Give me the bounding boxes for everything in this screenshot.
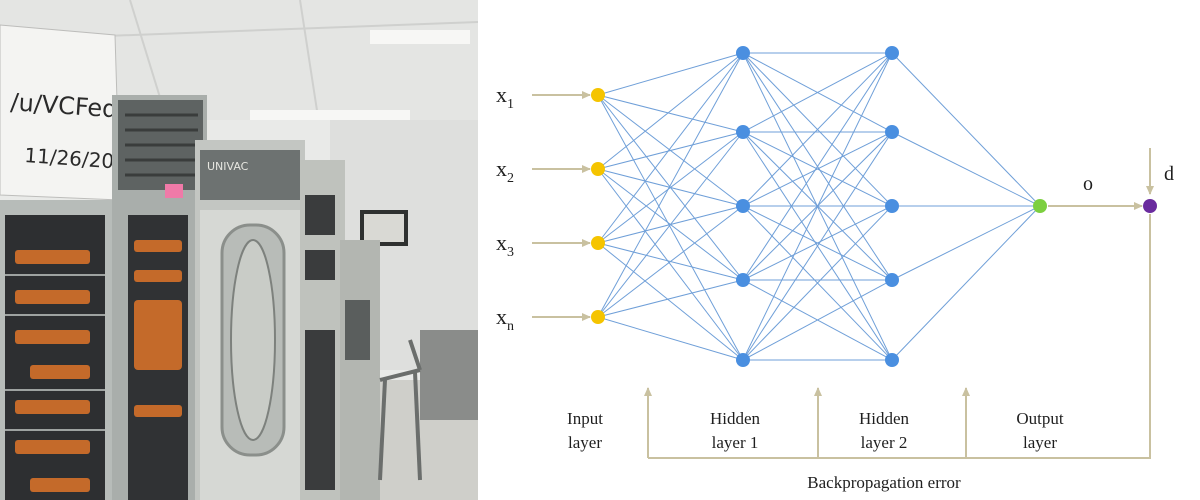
output-layer-label-line1: Output	[1016, 409, 1064, 428]
hidden1-node-3	[736, 199, 750, 213]
connection-input-3-to-hidden1-2	[597, 131, 744, 244]
hidden2-label-line2: layer 2	[861, 433, 908, 452]
hidden1-node-1	[736, 46, 750, 60]
hidden1-label-line1: Hidden	[710, 409, 761, 428]
hidden1-node-5	[736, 353, 750, 367]
connection-input-2-to-hidden1-1	[597, 52, 744, 170]
connection-input-2-to-hidden1-5	[597, 168, 744, 361]
hidden2-node-5	[885, 353, 899, 367]
hidden2-node-2	[885, 125, 899, 139]
connection-input-2-to-hidden1-2	[597, 131, 744, 170]
hidden1-node-4	[736, 273, 750, 287]
hidden1-node-2	[736, 125, 750, 139]
connection-hidden1-5-to-hidden2-2	[742, 131, 893, 361]
hidden1-label-line2: layer 1	[712, 433, 759, 452]
connection-input-1-to-hidden1-5	[597, 94, 744, 361]
input-node-2	[591, 162, 605, 176]
connection-hidden1-3-to-hidden2-1	[742, 52, 893, 207]
photo-illustration: /u/VCFed 11/26/2020	[0, 0, 478, 500]
connection-input-1-to-hidden1-2	[597, 94, 744, 133]
input-layer-label-line1: Input	[567, 409, 603, 428]
connection-input-4-to-hidden1-1	[597, 52, 744, 318]
connection-hidden2-5-to-output-1	[891, 205, 1041, 361]
hidden2-node-4	[885, 273, 899, 287]
connections-group	[597, 52, 1041, 361]
hidden2-node-3	[885, 199, 899, 213]
computer-room-photo: /u/VCFed 11/26/2020	[0, 0, 478, 500]
connection-hidden1-5-to-hidden2-1	[742, 52, 893, 361]
input-arrows	[532, 91, 591, 321]
connection-hidden1-2-to-hidden2-1	[742, 52, 893, 133]
backprop-return-line	[648, 214, 1151, 459]
connection-hidden1-4-to-hidden2-3	[742, 205, 893, 281]
connection-hidden1-5-to-hidden2-3	[742, 205, 893, 361]
input-layer-label-line2: layer	[568, 433, 602, 452]
output-node-1	[1033, 199, 1047, 213]
input-node-4	[591, 310, 605, 324]
cabinet-nameplate: UNIVAC	[207, 160, 249, 173]
connection-input-4-to-hidden1-3	[597, 205, 744, 318]
connection-hidden1-4-to-hidden2-1	[742, 52, 893, 281]
backpropagation-path	[644, 214, 1151, 459]
input-node-1	[591, 88, 605, 102]
input-label-x1: x1	[496, 82, 514, 112]
connection-input-4-to-hidden1-2	[597, 131, 744, 318]
connection-input-4-to-hidden1-4	[597, 279, 744, 318]
network-canvas: x1 x2 x3 xn o d Input layer Hidden layer…	[496, 46, 1174, 492]
connection-hidden1-5-to-hidden2-4	[742, 279, 893, 361]
connection-input-1-to-hidden1-1	[597, 52, 744, 96]
neural-network-diagram: x1 x2 x3 xn o d Input layer Hidden layer…	[478, 0, 1200, 500]
hidden2-label-line1: Hidden	[859, 409, 910, 428]
connection-input-4-to-hidden1-5	[597, 316, 744, 361]
backpropagation-label: Backpropagation error	[807, 473, 961, 492]
input-label-x2: x2	[496, 156, 514, 186]
desired-label-d: d	[1164, 163, 1174, 185]
nodes-group	[591, 46, 1157, 367]
connection-input-3-to-hidden1-1	[597, 52, 744, 244]
target-node-d	[1143, 199, 1157, 213]
output-label-o: o	[1083, 173, 1093, 195]
output-layer-label-line2: layer	[1023, 433, 1057, 452]
hidden2-node-1	[885, 46, 899, 60]
connection-hidden2-2-to-output-1	[891, 131, 1041, 207]
connection-hidden2-4-to-output-1	[891, 205, 1041, 281]
input-label-x3: x3	[496, 230, 514, 260]
connection-hidden2-1-to-output-1	[891, 52, 1041, 207]
input-label-xn: xn	[496, 304, 514, 334]
input-node-3	[591, 236, 605, 250]
connection-hidden1-3-to-hidden2-2	[742, 131, 893, 207]
connection-input-3-to-hidden1-5	[597, 242, 744, 361]
